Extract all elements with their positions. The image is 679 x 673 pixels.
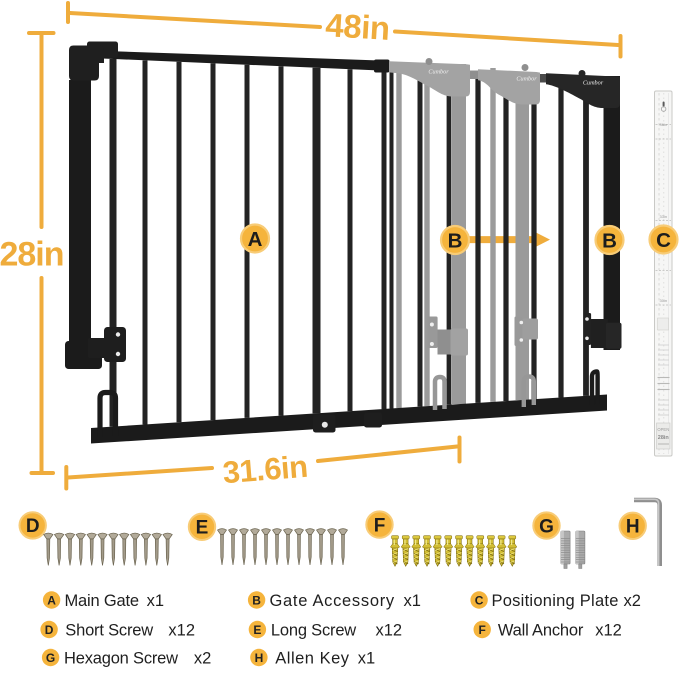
svg-text:C: C (656, 229, 671, 252)
svg-text:H: H (255, 651, 264, 665)
svg-text:x12: x12 (595, 622, 622, 640)
svg-text:B: B (448, 229, 463, 252)
svg-text:Cumbor: Cumbor (583, 80, 604, 87)
svg-text:Short Screw: Short Screw (65, 622, 153, 640)
svg-text:33in: 33in (660, 214, 668, 219)
svg-text:A: A (248, 228, 263, 251)
svg-text:G: G (46, 651, 55, 665)
svg-text:E: E (196, 518, 209, 539)
svg-text:30in: 30in (660, 298, 668, 303)
svg-text:Allen Key: Allen Key (275, 650, 349, 668)
svg-text:Hexagon Screw: Hexagon Screw (64, 650, 178, 668)
svg-text:31.6in: 31.6in (221, 449, 308, 491)
svg-text:x1: x1 (147, 592, 164, 610)
svg-text:E: E (253, 623, 261, 637)
svg-text:B: B (602, 229, 617, 252)
svg-text:D: D (26, 516, 40, 537)
svg-text:Long Screw: Long Screw (271, 622, 356, 640)
svg-text:Positioning Plate: Positioning Plate (492, 592, 619, 610)
svg-text:x1: x1 (358, 650, 375, 668)
svg-text:D: D (45, 623, 54, 637)
svg-text:A: A (47, 593, 56, 607)
svg-text:H: H (626, 517, 640, 538)
svg-text:G: G (539, 516, 554, 537)
svg-text:B: B (252, 593, 261, 607)
svg-text:48in: 48in (325, 6, 391, 47)
svg-text:28in: 28in (0, 236, 64, 274)
svg-text:x2: x2 (624, 592, 641, 610)
svg-text:28in: 28in (658, 435, 670, 441)
svg-text:Main Gate: Main Gate (65, 592, 139, 610)
svg-text:x1: x1 (404, 592, 421, 610)
svg-text:x12: x12 (168, 622, 195, 640)
svg-text:Cumbor: Cumbor (516, 76, 537, 83)
svg-text:Wall Anchor: Wall Anchor (498, 622, 584, 640)
svg-text:C: C (475, 593, 484, 607)
svg-text:F: F (479, 623, 486, 637)
svg-text:F: F (374, 515, 386, 536)
svg-text:Cumbor: Cumbor (428, 69, 449, 76)
svg-text:Gate Accessory: Gate Accessory (270, 592, 395, 610)
svg-text:OPEN: OPEN (657, 427, 669, 432)
svg-text:x12: x12 (376, 622, 403, 640)
svg-text:x2: x2 (194, 650, 211, 668)
svg-text:36in: 36in (660, 122, 668, 127)
